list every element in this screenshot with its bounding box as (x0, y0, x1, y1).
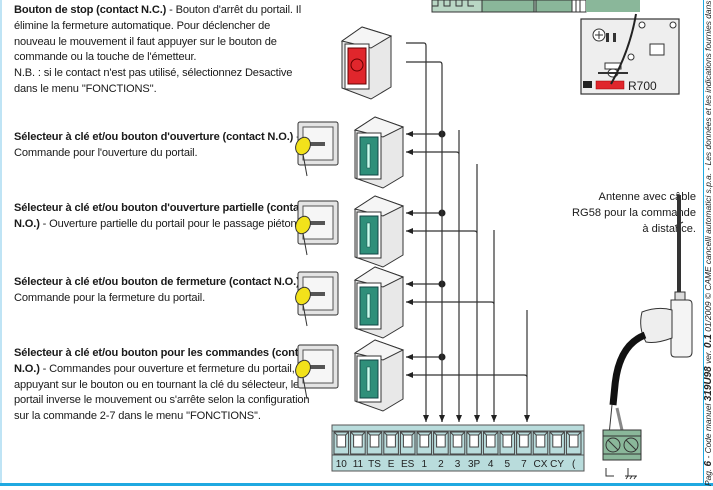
green-push-button-icon (353, 266, 405, 339)
stop-button-description: Bouton de stop (contact N.C.) - Bouton d… (14, 3, 314, 98)
bottom-margin-rule (0, 483, 713, 486)
antenna-label-line-3: à distance. (642, 222, 696, 235)
wires (406, 42, 530, 422)
key-selector-icon (295, 121, 339, 177)
command-selector-title: Sélecteur à clé et/ou bouton pour les co… (14, 347, 314, 375)
antenna-label: Antenne avec câble RG58 pour la commande… (546, 190, 696, 237)
terminal-2: 2 (433, 431, 449, 470)
switch-row (295, 266, 495, 339)
terminal-label: 5 (505, 459, 511, 470)
terminal-label: E (388, 459, 395, 470)
switch-row (295, 195, 478, 268)
terminal-label: ES (401, 459, 415, 470)
stop-button-note: N.B. : si le contact n'est pas utilisé, … (14, 67, 293, 95)
wire-stop-1 (406, 42, 429, 422)
switch-row (295, 339, 528, 412)
terminal-label: 7 (521, 459, 527, 470)
green-push-button-icon (353, 339, 405, 412)
green-push-button-icon (353, 116, 405, 189)
terminal-label: 11 (353, 459, 364, 470)
terminal-1: 1 (416, 431, 433, 470)
terminal-label: 3P (468, 459, 481, 470)
terminal-ES: ES (399, 431, 416, 470)
control-board-top (431, 0, 640, 13)
terminal-3: 3 (449, 431, 466, 470)
left-margin-rule (0, 0, 2, 486)
terminal-label: 1 (422, 459, 428, 470)
terminal-label: ( (572, 459, 576, 470)
terminal-x: ( (565, 431, 582, 470)
switch-row (295, 116, 460, 189)
terminal-label: CX (534, 459, 548, 470)
partial-open-selector-title: Sélecteur à clé et/ou bouton d'ouverture… (14, 202, 309, 230)
terminal-11: 11 (350, 431, 366, 470)
key-selector-icon (295, 271, 339, 327)
wire-contact (406, 149, 460, 155)
terminal-10: 10 (333, 431, 350, 470)
command-selector-text: - Commandes pour ouverture et fermeture … (14, 362, 310, 423)
command-selector-description: Sélecteur à clé et/ou bouton pour les co… (14, 346, 314, 425)
partial-open-selector-description: Sélecteur à clé et/ou bouton d'ouverture… (14, 201, 314, 233)
radio-board-r700: R700 (580, 13, 680, 95)
terminal-label: 2 (438, 459, 444, 470)
terminal-label: 3 (455, 459, 461, 470)
key-selector-icon (295, 344, 339, 400)
stop-button-device (340, 26, 393, 100)
antenna-label-line-1: Antenne avec câble (598, 191, 696, 203)
wire-contact (406, 372, 528, 378)
terminal-4: 4 (482, 431, 499, 470)
terminal-label: CY (550, 459, 564, 470)
terminal-5: 5 (499, 431, 516, 470)
terminal-label: TS (368, 459, 381, 470)
antenna (602, 195, 693, 480)
open-selector-title: Sélecteur à clé et/ou bouton d'ouverture… (14, 131, 294, 143)
terminal-E: E (383, 431, 399, 470)
radio-board-label: R700 (628, 79, 657, 93)
right-margin-rule (703, 0, 704, 486)
wire-contact (406, 299, 495, 305)
stop-button-text: - Bouton d'arrêt du portail. Il élimine … (14, 4, 302, 64)
terminal-3P: 3P (466, 431, 482, 470)
open-selector-description: Sélecteur à clé et/ou bouton d'ouverture… (14, 130, 314, 162)
terminal-7: 7 (516, 431, 532, 470)
stop-button-title: Bouton de stop (contact N.C.) (14, 4, 167, 16)
key-selector-icon (295, 200, 339, 256)
partial-open-selector-text: - Ouverture partielle du portail pour le… (39, 217, 305, 230)
wire-stop-2 (406, 61, 443, 422)
terminal-label: 10 (336, 459, 348, 470)
terminal-CY: CY (549, 431, 565, 470)
antenna-label-line-2: RG58 pour la commande (572, 206, 696, 219)
terminal-CX: CX (532, 431, 549, 470)
green-push-button-icon (353, 195, 405, 268)
close-selector-title: Sélecteur à clé et/ou bouton de fermetur… (14, 276, 300, 288)
terminal-TS: TS (366, 431, 383, 470)
terminal-label: 4 (488, 459, 494, 470)
